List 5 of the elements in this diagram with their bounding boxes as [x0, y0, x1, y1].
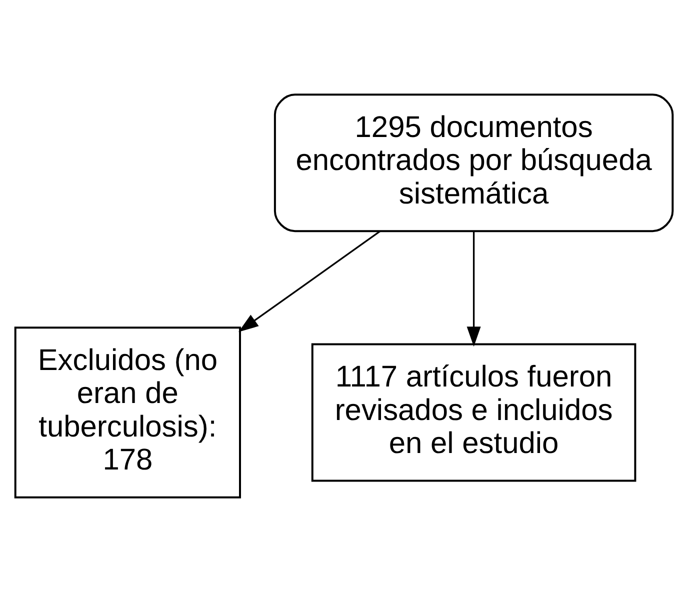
node-box: 1295 documentos encontrados por búsqueda sistemática — [274, 93, 674, 232]
node-box: 1117 artículos fueron revisados e incluidos en el estudio — [311, 342, 636, 482]
arrow — [466, 230, 481, 346]
arrow — [238, 230, 381, 332]
node-box: Excluidos (no eran de tuberculosis): 178 — [14, 326, 241, 498]
